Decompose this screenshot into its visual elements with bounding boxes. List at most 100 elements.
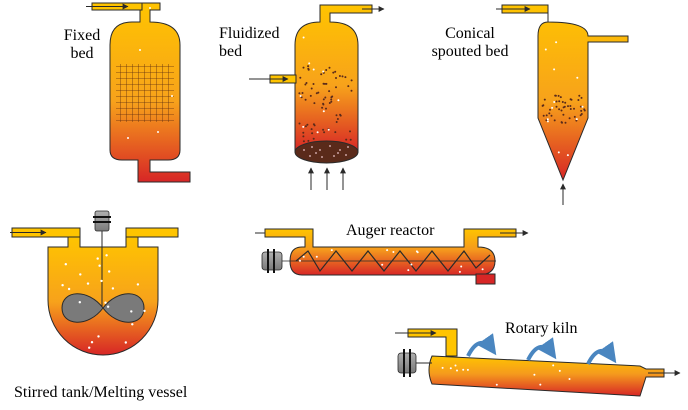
particle xyxy=(555,100,558,103)
particle xyxy=(310,87,313,90)
label-conical-spouted-bed: Conical spouted bed xyxy=(415,25,525,61)
auger-particles xyxy=(299,249,484,273)
particle xyxy=(407,269,410,272)
particle xyxy=(386,249,389,252)
label-rotary-kiln: Rotary kiln xyxy=(505,320,578,337)
particle xyxy=(105,254,108,257)
particle xyxy=(579,114,582,117)
particle xyxy=(327,128,330,131)
fixed-bed-reactor xyxy=(86,2,191,183)
label-fluidized-bed-line-2: bed xyxy=(219,43,243,60)
particle xyxy=(98,264,101,267)
particle xyxy=(315,92,318,95)
particle xyxy=(310,128,313,131)
particle xyxy=(321,106,324,109)
rotary-kiln-reactor xyxy=(395,328,681,397)
particle xyxy=(328,90,331,93)
fluidized-bed-gas-arrows xyxy=(308,167,346,190)
conical-spouted-bed-reactor xyxy=(496,4,629,205)
particle xyxy=(97,335,100,338)
particle xyxy=(581,105,584,108)
particle xyxy=(546,120,549,123)
particle xyxy=(299,95,302,97)
particle xyxy=(558,369,561,372)
stirred-tank-outlet xyxy=(125,227,179,238)
particle xyxy=(576,76,579,79)
particle xyxy=(344,76,347,79)
particle xyxy=(559,96,562,99)
particle xyxy=(304,98,307,101)
particle xyxy=(322,102,325,105)
fluidized-bed-reactor xyxy=(249,4,385,190)
particle xyxy=(315,255,318,258)
particle xyxy=(325,107,327,110)
particle xyxy=(308,62,311,65)
particle xyxy=(583,108,586,111)
particle xyxy=(557,94,560,97)
particle xyxy=(555,105,558,108)
particle xyxy=(323,82,326,85)
particle xyxy=(345,138,348,141)
particle xyxy=(579,105,582,108)
particle xyxy=(299,259,301,262)
label-stirred-tank: Stirred tank/Melting vessel xyxy=(14,384,188,401)
particle xyxy=(481,268,484,271)
particle xyxy=(560,109,563,112)
particle xyxy=(330,100,333,103)
particle xyxy=(328,66,331,69)
auger-outlet-bottom xyxy=(475,273,496,285)
particle xyxy=(338,75,341,77)
particle xyxy=(67,287,71,291)
particle xyxy=(350,89,353,92)
conical-spouted-bed-particles xyxy=(541,41,586,157)
stirred-tank-impeller xyxy=(61,293,145,323)
particle xyxy=(106,305,110,308)
particle xyxy=(577,99,580,101)
particle xyxy=(104,301,107,304)
particle xyxy=(335,77,337,79)
particle xyxy=(562,113,565,116)
particle xyxy=(306,123,309,126)
label-conical-spouted-bed-line-2: spouted bed xyxy=(431,43,509,60)
particle xyxy=(542,114,545,117)
particle xyxy=(454,364,457,367)
particle xyxy=(304,83,307,86)
particle xyxy=(302,140,305,143)
particle xyxy=(573,115,576,118)
particle xyxy=(569,108,572,110)
particle xyxy=(341,75,344,78)
particle xyxy=(322,128,325,131)
particle xyxy=(307,65,310,68)
particle xyxy=(299,76,302,79)
auger-reactor xyxy=(255,228,529,285)
particle xyxy=(302,125,305,128)
particle xyxy=(79,273,82,276)
particle xyxy=(553,119,556,122)
particle xyxy=(558,108,561,111)
label-conical-spouted-bed-line-1: Conical xyxy=(445,25,495,42)
particle xyxy=(78,301,82,304)
particle xyxy=(307,67,310,70)
fluidized-bed-distributor xyxy=(294,140,359,164)
particle xyxy=(305,82,308,84)
particle xyxy=(325,69,328,71)
particle xyxy=(316,131,319,134)
fixed-bed-mesh xyxy=(116,64,174,122)
particle xyxy=(334,131,337,134)
fluidized-bed-body xyxy=(294,4,373,153)
particle xyxy=(317,91,320,94)
rotary-kiln-rotation-arrows xyxy=(466,333,617,365)
particle xyxy=(339,113,342,116)
particle xyxy=(569,105,572,107)
particle xyxy=(392,251,395,253)
particle xyxy=(552,364,555,367)
particle xyxy=(458,270,461,273)
particle xyxy=(298,122,301,125)
label-fluidized-bed: Fluidized bed xyxy=(219,25,279,61)
particle xyxy=(307,139,310,142)
particle xyxy=(322,110,325,113)
particle xyxy=(143,309,146,313)
particle xyxy=(553,68,556,71)
fixed-bed-particles xyxy=(127,7,173,139)
